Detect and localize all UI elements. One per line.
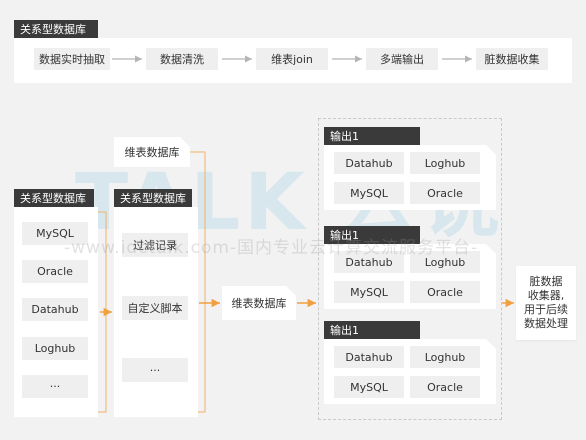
dirty-line-4: 数据处理 <box>524 317 568 330</box>
output-3-oracle: Oracle <box>410 376 480 398</box>
output-1-mysql: MySQL <box>334 182 404 204</box>
output-1-oracle: Oracle <box>410 182 480 204</box>
dim-top-connector <box>190 151 206 413</box>
mid-db-more: ··· <box>122 358 188 382</box>
dim-table-mid: 维表数据库 <box>222 286 296 320</box>
output-2-loghub: Loghub <box>410 251 480 273</box>
left-db-more: ··· <box>22 375 88 398</box>
dim-table-top: 维表数据库 <box>114 137 190 167</box>
output-3-loghub: Loghub <box>410 346 480 368</box>
outputs-container <box>318 118 502 420</box>
left-db-oracle: Oracle <box>22 260 88 283</box>
top-bar-tag: 关系型数据库 <box>14 20 98 38</box>
output-1-loghub: Loghub <box>410 152 480 174</box>
dirty-line-2: 收集器, <box>527 289 565 302</box>
mid-db-filter: 过滤记录 <box>122 233 188 257</box>
output-2-datahub: Datahub <box>334 251 404 273</box>
left-db-datahub: Datahub <box>22 298 88 321</box>
left-db-tag: 关系型数据库 <box>14 189 94 207</box>
watermark-url: -www.idctalk.com-国内专业云计算交流服务平台- <box>64 238 479 258</box>
output-3-datahub: Datahub <box>334 346 404 368</box>
output-1-tag: 输出1 <box>324 127 420 145</box>
output-2-tag: 输出1 <box>324 226 420 244</box>
mid-db-tag: 关系型数据库 <box>114 189 192 207</box>
dirty-line-1: 脏数据 <box>529 275 563 288</box>
step-dirty-collect: 脏数据收集 <box>476 48 548 70</box>
dirty-data-collector: 脏数据 收集器, 用于后续 数据处理 <box>516 266 576 340</box>
left-db-loghub: Loghub <box>22 337 88 360</box>
mid-db-custom-script: 自定义脚本 <box>122 296 188 320</box>
step-dim-join: 维表join <box>256 48 328 70</box>
step-realtime-extract: 数据实时抽取 <box>34 48 110 70</box>
step-data-clean: 数据清洗 <box>146 48 218 70</box>
output-3-tag: 输出1 <box>324 321 420 339</box>
output-1-datahub: Datahub <box>334 152 404 174</box>
output-2-mysql: MySQL <box>334 281 404 303</box>
step-multi-output: 多端输出 <box>366 48 438 70</box>
left-db-mysql: MySQL <box>22 222 88 245</box>
output-3-mysql: MySQL <box>334 376 404 398</box>
dirty-line-3: 用于后续 <box>524 303 568 316</box>
output-2-oracle: Oracle <box>410 281 480 303</box>
